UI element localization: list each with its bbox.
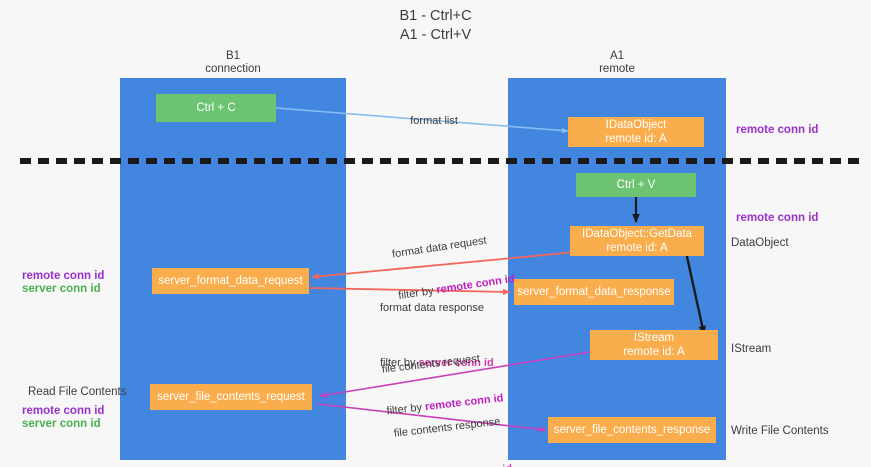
node-server-file-contents-response[interactable]: server_file_contents_response <box>548 417 716 443</box>
edge-label-file-resp-line1: file contents response <box>393 415 501 440</box>
annotation-istream: IStream <box>731 343 772 355</box>
node-idataobject[interactable]: IDataObject remote id: A <box>568 117 704 147</box>
node-ctrl-c-label: Ctrl + C <box>196 102 236 114</box>
annotation-remote-conn-id-top: remote conn id <box>736 124 819 136</box>
node-ctrl-v-label: Ctrl + V <box>616 179 656 191</box>
lane-header-b1: B1 connection <box>205 50 261 75</box>
node-server-format-data-request[interactable]: server_format_data_request <box>152 268 309 294</box>
node-file-req-label: server_file_contents_request <box>157 391 305 403</box>
node-ctrl-v[interactable]: Ctrl + V <box>576 173 696 197</box>
annotation-dataobject: DataObject <box>731 237 789 249</box>
annotation-left-remote-conn-id-2: remote conn id <box>22 405 105 417</box>
annotation-left-remote-conn-id: remote conn id <box>22 270 105 282</box>
node-getdata-sub: remote id: A <box>606 242 668 254</box>
lane-header-a1: A1 remote <box>599 50 635 75</box>
edge-label-file-resp-line2: filter by server conn id <box>399 462 514 467</box>
node-istream-label: IStream <box>633 332 675 344</box>
node-idataobject-sub: remote id: A <box>605 133 667 145</box>
node-server-file-contents-request[interactable]: server_file_contents_request <box>150 384 312 410</box>
node-idataobject-getdata[interactable]: IDataObject::GetData remote id: A <box>570 226 704 256</box>
edge-label-fmt-req-line1: format data request <box>391 234 488 261</box>
annotation-read-file-contents: Read File Contents <box>28 386 127 398</box>
edge-label-file-req-line1: file contents request <box>381 352 481 376</box>
edge-label-file-contents-response: file contents response filter by server … <box>390 386 516 467</box>
node-fmt-req-label: server_format_data_request <box>158 275 303 287</box>
edge-label-fmt-resp-prefix: filter by <box>380 357 419 369</box>
edge-label-format-list: format list <box>398 100 458 142</box>
edge-label-fmt-resp-line2: filter by server conn id <box>380 356 494 370</box>
node-file-resp-label: server_file_contents_response <box>553 424 711 436</box>
annotation-write-file-contents: Write File Contents <box>731 425 829 437</box>
edge-label-fmt-resp-line1: format data response <box>380 302 484 314</box>
edge-label-fmt-resp-highlight: server conn id <box>418 357 494 369</box>
edge-label-format-list-line1: format list <box>410 115 458 127</box>
annotation-left-server-conn-id-2: server conn id <box>22 418 101 430</box>
annotation-left-server-conn-id: server conn id <box>22 283 101 295</box>
node-idataobject-label: IDataObject <box>605 119 667 131</box>
edge-label-format-data-response: format data response filter by server co… <box>380 273 494 398</box>
edge-label-file-resp-highlight: server conn id <box>437 463 513 467</box>
node-getdata-label: IDataObject::GetData <box>582 228 692 240</box>
node-istream[interactable]: IStream remote id: A <box>590 330 718 360</box>
node-ctrl-c[interactable]: Ctrl + C <box>156 94 276 122</box>
node-server-format-data-response[interactable]: server_format_data_response <box>514 279 674 305</box>
page-title: B1 - Ctrl+C A1 - Ctrl+V <box>399 8 472 43</box>
node-istream-sub: remote id: A <box>623 346 685 358</box>
node-fmt-resp-label: server_format_data_response <box>517 286 671 298</box>
annotation-remote-conn-id-mid: remote conn id <box>736 212 819 224</box>
